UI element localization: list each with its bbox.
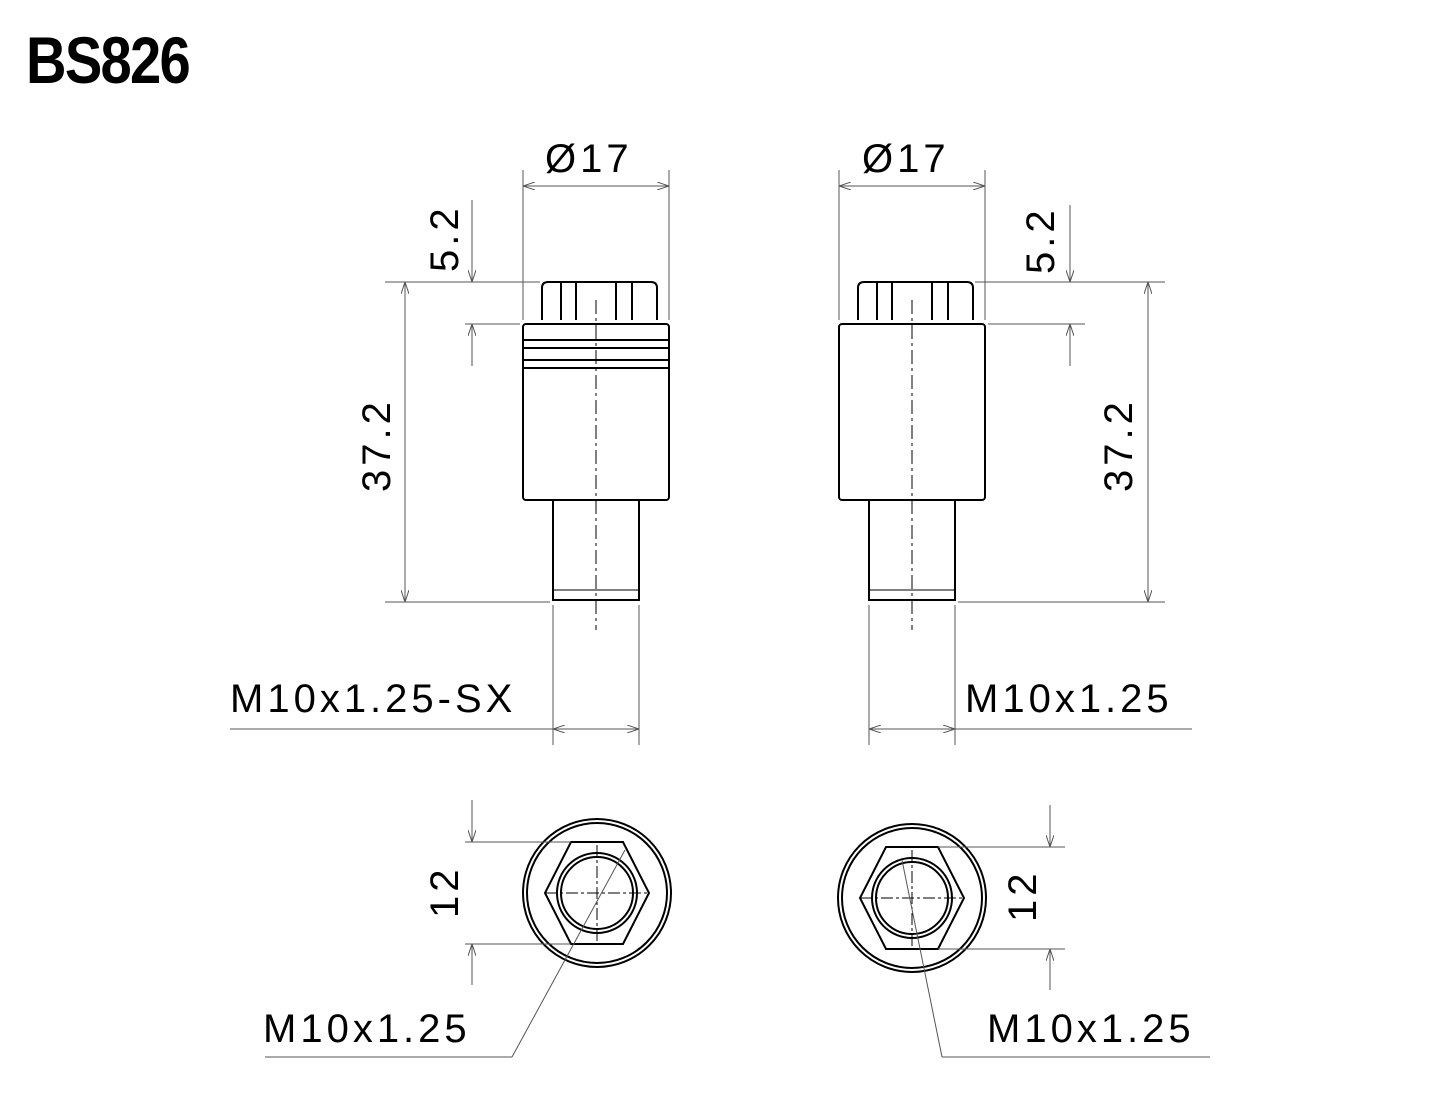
- left-bottom-thread-label: M10x1.25: [263, 1007, 471, 1051]
- left-length-label: 37.2: [355, 398, 399, 492]
- right-length-label: 37.2: [1097, 398, 1141, 492]
- dimension-labels: Ø17 Ø17 5.2 5.2 37.2 37.2 M10x1.25-SX M1…: [230, 137, 1195, 1051]
- right-head-height-label: 5.2: [1019, 206, 1063, 274]
- right-thread-label: M10x1.25: [965, 677, 1173, 721]
- right-diameter-label: Ø17: [862, 137, 950, 181]
- left-diameter-label: Ø17: [545, 137, 633, 181]
- left-part-end-view: [522, 818, 672, 968]
- right-hex-label: 12: [1001, 870, 1045, 923]
- part-number-title: BS826: [26, 23, 191, 97]
- right-part-side-view: [838, 281, 986, 630]
- left-hex-label: 12: [423, 866, 467, 919]
- left-part-side-view: [522, 281, 670, 630]
- dimension-lines: [230, 170, 1210, 1058]
- left-head-height-label: 5.2: [423, 204, 467, 272]
- left-thread-label: M10x1.25-SX: [230, 677, 516, 721]
- right-bottom-thread-label: M10x1.25: [987, 1007, 1195, 1051]
- right-part-end-view: [837, 823, 987, 973]
